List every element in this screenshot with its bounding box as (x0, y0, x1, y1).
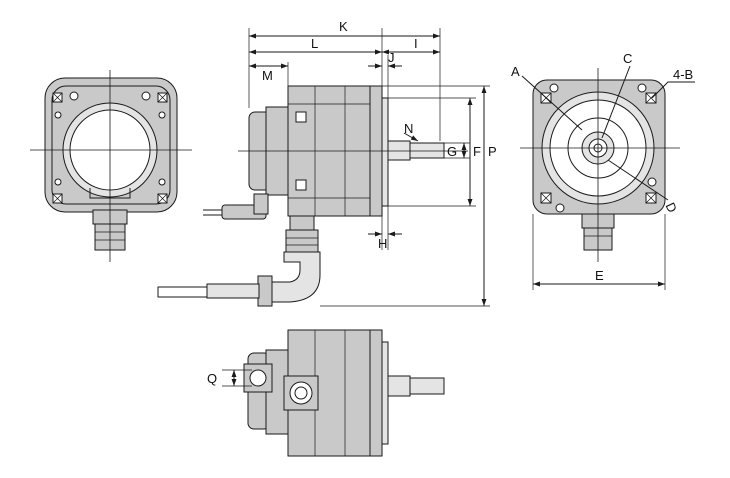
label-M: M (262, 68, 273, 83)
bottom-encoder-connector (243, 363, 273, 393)
label-K: K (339, 19, 348, 34)
label-I: I (414, 36, 418, 51)
bottom-shaft-collar (387, 375, 411, 397)
label-L: L (311, 36, 318, 51)
label-A: A (511, 64, 520, 79)
leader-D (607, 159, 669, 201)
dim-line-N (403, 132, 419, 142)
label-Q: Q (207, 371, 217, 386)
rear-mount-holes (540, 83, 657, 213)
leader-C (601, 65, 631, 139)
label-F: F (473, 144, 481, 159)
leader-A (521, 75, 583, 131)
leader-4-B (651, 81, 695, 99)
bottom-shaft (409, 377, 445, 395)
label-P: P (488, 144, 497, 159)
label-G: G (447, 144, 457, 159)
label-H: H (378, 236, 387, 251)
side-power-cable-jacket (206, 283, 260, 299)
label-N: N (404, 121, 413, 136)
label-J: J (388, 50, 395, 65)
front-view (30, 70, 192, 262)
side-encoder-cable (203, 209, 222, 216)
label-4-B: 4-B (673, 67, 693, 82)
front-mount-holes (52, 91, 168, 204)
bottom-view (243, 329, 445, 457)
front-flange-inner (51, 85, 171, 205)
side-shaft-collar (387, 140, 411, 161)
label-C: C (623, 51, 632, 66)
side-power-connector (285, 229, 319, 253)
side-power-elbow-plug (257, 275, 273, 307)
side-encoder-connector (253, 193, 269, 215)
side-spigot (381, 97, 389, 207)
side-view (157, 85, 468, 307)
rear-view (520, 65, 695, 262)
bottom-spigot (381, 341, 389, 445)
dimension-labels: K L I J M N G F P H A C 4-B D E Q (207, 19, 693, 386)
side-power-neck (289, 215, 315, 231)
side-shaft (409, 142, 445, 159)
dimensions (222, 28, 666, 387)
side-power-cable (157, 286, 207, 298)
label-E: E (595, 268, 604, 283)
bottom-flange (369, 329, 383, 457)
